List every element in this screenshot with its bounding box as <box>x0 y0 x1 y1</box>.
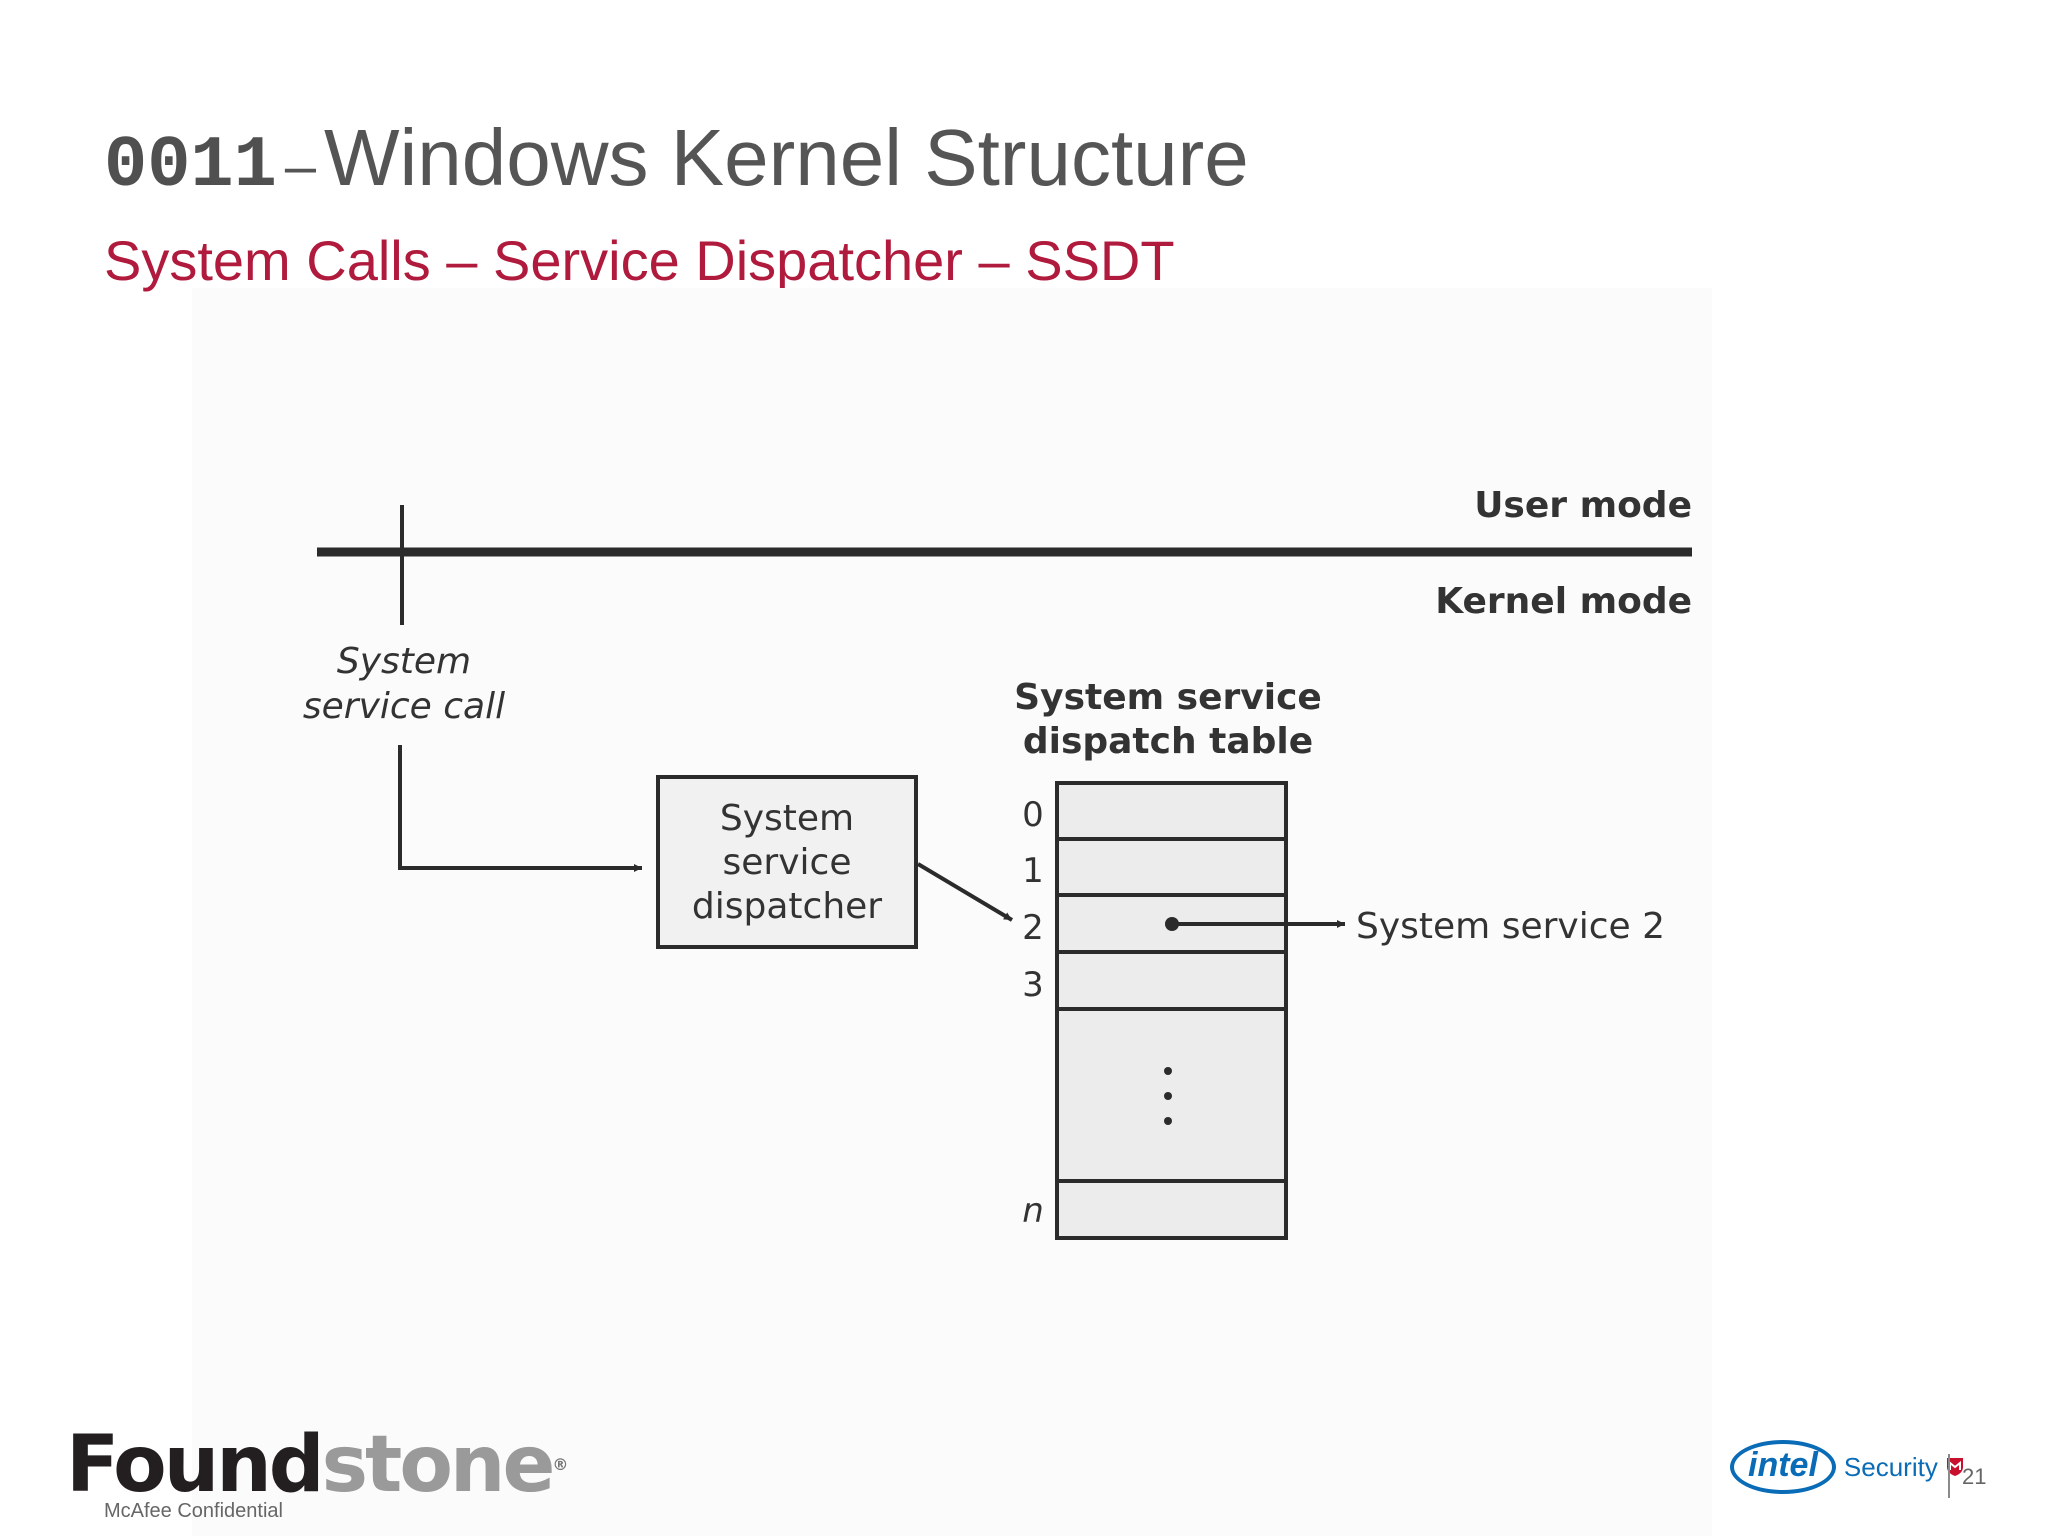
footer-divider <box>1948 1454 1950 1498</box>
slide-subtitle: System Calls – Service Dispatcher – SSDT <box>104 229 1175 292</box>
table-index-n: n <box>1022 1191 1044 1231</box>
call-label-line2: service call <box>303 686 505 727</box>
ellipsis-dot-1 <box>1164 1067 1172 1075</box>
table-index-0: 0 <box>1022 795 1044 835</box>
confidential-note: McAfee Confidential <box>104 1500 283 1522</box>
table-index-2: 2 <box>1022 908 1044 948</box>
user-mode-label: User mode <box>1474 485 1692 526</box>
slide-title: 0011–Windows Kernel Structure <box>104 108 1249 216</box>
target-service-label: System service 2 <box>1356 906 1665 947</box>
foundstone-logo: Foundstone® <box>66 1420 569 1510</box>
page-number: 21 <box>1962 1464 1987 1489</box>
dispatcher-to-table-arrow <box>916 862 1014 922</box>
dispatcher-box <box>656 775 918 949</box>
table-index-3: 3 <box>1022 965 1044 1005</box>
table-cell-0 <box>1055 781 1288 841</box>
table-title-line1: System service <box>1014 677 1322 718</box>
table-title-line2: dispatch table <box>1023 721 1313 762</box>
kernel-mode-label: Kernel mode <box>1435 581 1692 622</box>
call-label-line1: System <box>337 641 471 682</box>
figure-panel <box>192 288 1712 1536</box>
dispatcher-label-line2: service <box>723 842 852 883</box>
intel-mark: intel <box>1730 1440 1836 1494</box>
table-cell-n <box>1055 1179 1288 1240</box>
title-text: Windows Kernel Structure <box>323 113 1249 202</box>
title-dash: – <box>284 134 316 197</box>
dispatcher-label-line3: dispatcher <box>692 886 882 927</box>
table-index-1: 1 <box>1022 851 1044 891</box>
ellipsis-dot-3 <box>1164 1117 1172 1125</box>
title-code: 0011 <box>104 125 277 207</box>
dispatcher-label-line1: System <box>720 798 854 839</box>
call-to-dispatcher-arrow <box>398 745 642 872</box>
security-text: Security <box>1843 1451 1938 1482</box>
table-cell-3 <box>1055 950 1288 1011</box>
intel-security-logo: intel Security <box>1730 1440 1964 1494</box>
table-cell-1 <box>1055 837 1288 897</box>
ellipsis-dot-2 <box>1164 1092 1172 1100</box>
